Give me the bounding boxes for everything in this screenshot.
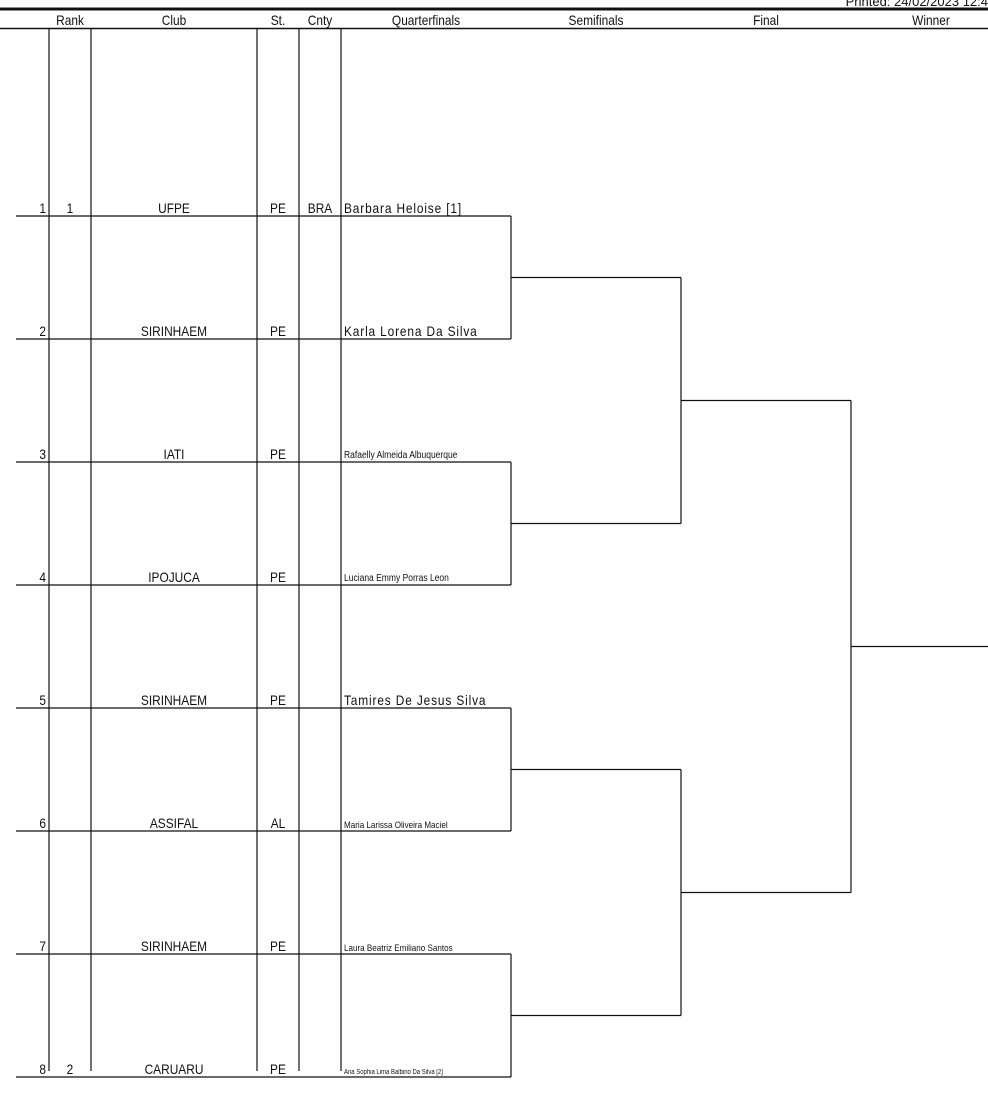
player-name: Rafaelly Almeida Albuquerque xyxy=(344,450,458,461)
player-name: Luciana Emmy Porras Leon xyxy=(344,573,449,584)
header-final: Final xyxy=(753,12,779,28)
row-number: 4 xyxy=(39,569,46,585)
state: PE xyxy=(270,1061,286,1077)
player-name: Maria Larissa Oliveira Maciel xyxy=(344,819,448,831)
club: SIRINHAEM xyxy=(140,692,208,708)
header-semifinals: Semifinals xyxy=(568,12,624,28)
rank: 1 xyxy=(66,200,74,216)
state: PE xyxy=(270,200,286,216)
player-name: Laura Beatriz Emiliano Santos xyxy=(344,942,453,954)
state: AL xyxy=(270,815,286,831)
club: SIRINHAEM xyxy=(140,323,208,339)
header-quarterfinals: Quarterfinals xyxy=(391,12,461,28)
header-country: Cnty xyxy=(307,12,333,28)
header-state: St. xyxy=(270,12,286,28)
row-number: 2 xyxy=(39,323,46,339)
club: CARUARU xyxy=(144,1061,204,1077)
row-number: 1 xyxy=(39,200,46,216)
club: IPOJUCA xyxy=(148,569,200,585)
printed-timestamp: Printed: 24/02/2023 12:4 xyxy=(845,0,988,9)
state: PE xyxy=(270,569,286,585)
row-number: 6 xyxy=(39,815,46,831)
club: IATI xyxy=(163,446,185,462)
club: SIRINHAEM xyxy=(140,938,208,954)
state: PE xyxy=(270,323,286,339)
header-winner: Winner xyxy=(912,12,950,28)
country: BRA xyxy=(307,200,333,216)
row-number: 8 xyxy=(39,1061,46,1077)
rank: 2 xyxy=(66,1061,74,1077)
row-number: 5 xyxy=(39,692,46,708)
state: PE xyxy=(270,446,286,462)
header-rank: Rank xyxy=(56,12,84,28)
state: PE xyxy=(270,938,286,954)
club: UFPE xyxy=(158,200,190,216)
player-name: Barbara Heloise [1] xyxy=(344,200,463,216)
header-club: Club xyxy=(161,12,187,28)
player-name: Tamires De Jesus Silva xyxy=(344,692,487,708)
player-name: Karla Lorena Da Silva xyxy=(344,323,478,339)
club: ASSIFAL xyxy=(149,815,199,831)
row-number: 7 xyxy=(39,938,46,954)
player-name: Ana Sophia Lima Balbino Da Silva [2] xyxy=(344,1069,443,1076)
row-number: 3 xyxy=(39,446,46,462)
state: PE xyxy=(270,692,286,708)
